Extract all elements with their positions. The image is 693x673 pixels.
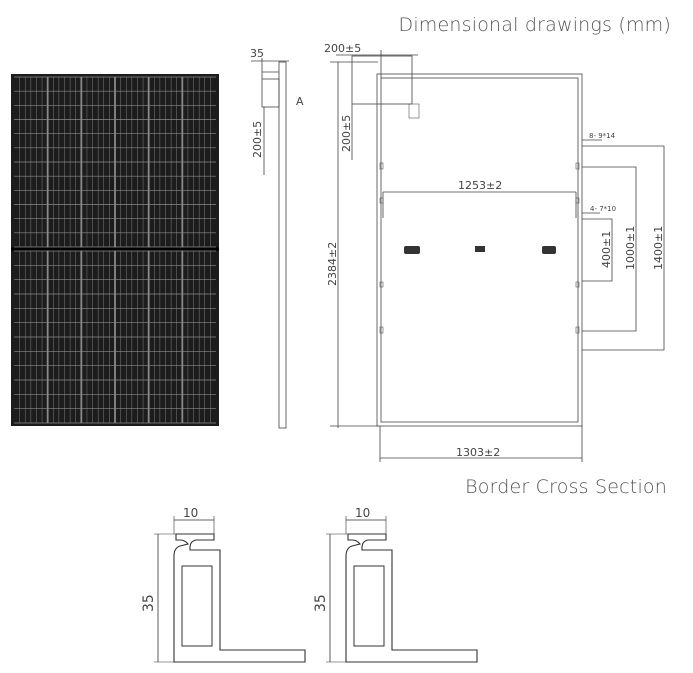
side-thickness-label: 35 bbox=[250, 47, 264, 60]
left-offset-label: 200±5 bbox=[340, 115, 353, 152]
profile-1-cavity bbox=[181, 565, 213, 647]
width-label: 1303±2 bbox=[456, 446, 500, 459]
profile-2-lip-label: 10 bbox=[355, 506, 370, 520]
profile-2-outline bbox=[345, 533, 478, 663]
back-frame-inner bbox=[380, 77, 579, 423]
profile-2-height-label: 35 bbox=[313, 594, 329, 612]
bracket-400 bbox=[582, 218, 613, 282]
junction-box bbox=[475, 246, 485, 252]
side-marker-label: A bbox=[296, 95, 304, 108]
spacing-1000-label: 1000±1 bbox=[624, 226, 637, 270]
front-panel-view bbox=[11, 74, 219, 426]
section-title: Border Cross Section bbox=[465, 476, 667, 498]
side-profile bbox=[278, 61, 287, 429]
mounting-holes bbox=[379, 162, 580, 334]
profile-1-height-label: 35 bbox=[141, 594, 157, 612]
top-offset-label: 200±5 bbox=[324, 42, 361, 55]
drawing-title: Dimensional drawings (mm) bbox=[398, 14, 671, 36]
label-tag bbox=[408, 103, 420, 119]
side-box bbox=[261, 78, 280, 108]
connector-right bbox=[542, 246, 556, 254]
profiles-group bbox=[154, 516, 478, 663]
bracket-1000 bbox=[582, 166, 637, 332]
hole-a-label: 8- 9*14 bbox=[589, 132, 616, 140]
inner-width-label: 1253±2 bbox=[458, 179, 502, 192]
spacing-1400-label: 1400±1 bbox=[652, 226, 665, 270]
hole-b-label: 4- 7*10 bbox=[590, 205, 616, 213]
spacing-400-label: 400±1 bbox=[600, 231, 613, 268]
profile-2-cavity bbox=[353, 565, 385, 647]
connector-left bbox=[404, 246, 420, 254]
side-offset-label: 200±5 bbox=[251, 121, 264, 158]
back-view bbox=[330, 50, 665, 462]
offset-box bbox=[351, 55, 413, 105]
back-frame-outer bbox=[376, 73, 583, 427]
profile-1-lip-label: 10 bbox=[183, 506, 198, 520]
junction-boxes bbox=[404, 103, 556, 254]
bracket-1400 bbox=[582, 145, 665, 351]
profile-1-outline bbox=[173, 533, 306, 663]
height-label: 2384±2 bbox=[326, 242, 339, 286]
side-view bbox=[251, 58, 289, 429]
